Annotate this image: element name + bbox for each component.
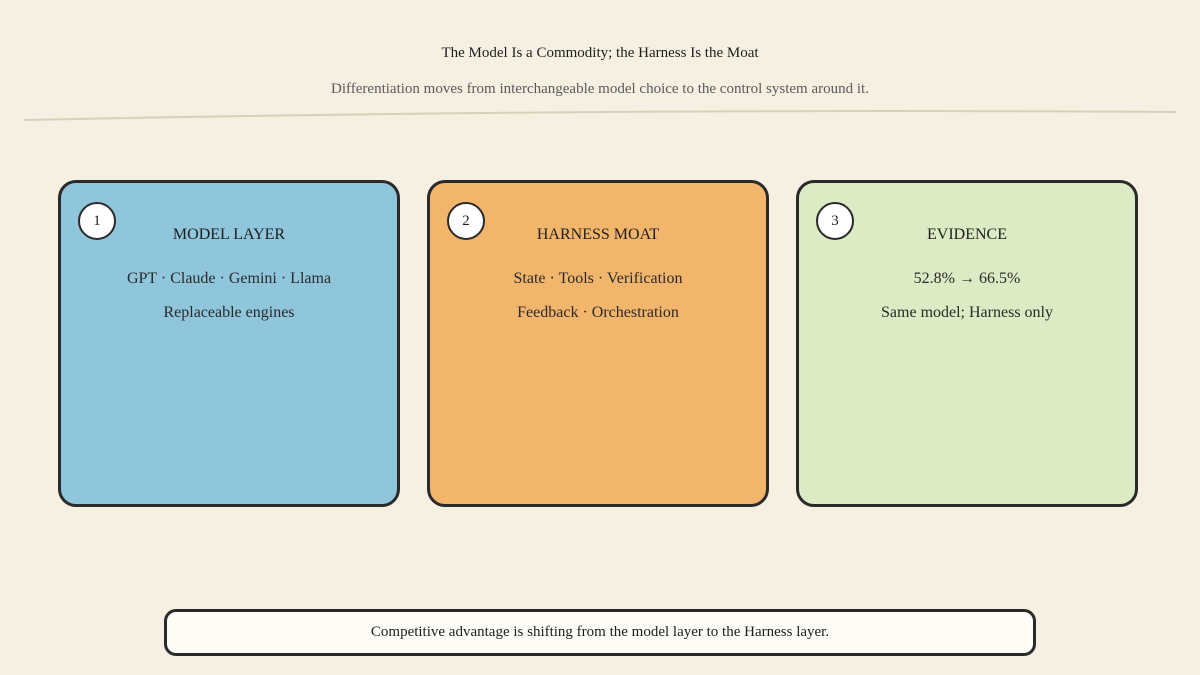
card-heading: HARNESS MOAT [536, 226, 660, 243]
card-text-line: State · Tools · Verification [513, 270, 683, 287]
card-evidence: 3 EVIDENCE 52.8% → 66.5% Same model; Har… [796, 180, 1138, 507]
card-heading: EVIDENCE [927, 226, 1007, 243]
step-number-badge: 2 [447, 202, 485, 240]
card-harness-moat: 2 HARNESS MOAT State · Tools · Verificat… [427, 180, 769, 507]
footer-callout: Competitive advantage is shifting from t… [164, 609, 1036, 656]
divider-stroke [24, 110, 1176, 121]
card-text-line: Replaceable engines [163, 304, 295, 321]
card-text-line: 52.8% → 66.5% [913, 270, 1021, 287]
card-text-line: GPT · Claude · Gemini · Llama [126, 270, 332, 287]
page-title: The Model Is a Commodity; the Harness Is… [441, 45, 759, 61]
card-text-line: Same model; Harness only [881, 304, 1053, 321]
card-text-line: Feedback · Orchestration [517, 304, 679, 321]
header-divider [24, 110, 1176, 121]
card-heading: MODEL LAYER [172, 226, 286, 243]
card-model-layer: 1 MODEL LAYER GPT · Claude · Gemini · Ll… [58, 180, 400, 507]
page-subtitle: Differentiation moves from interchangeab… [331, 81, 869, 97]
step-number-badge: 1 [78, 202, 116, 240]
step-number-badge: 3 [816, 202, 854, 240]
